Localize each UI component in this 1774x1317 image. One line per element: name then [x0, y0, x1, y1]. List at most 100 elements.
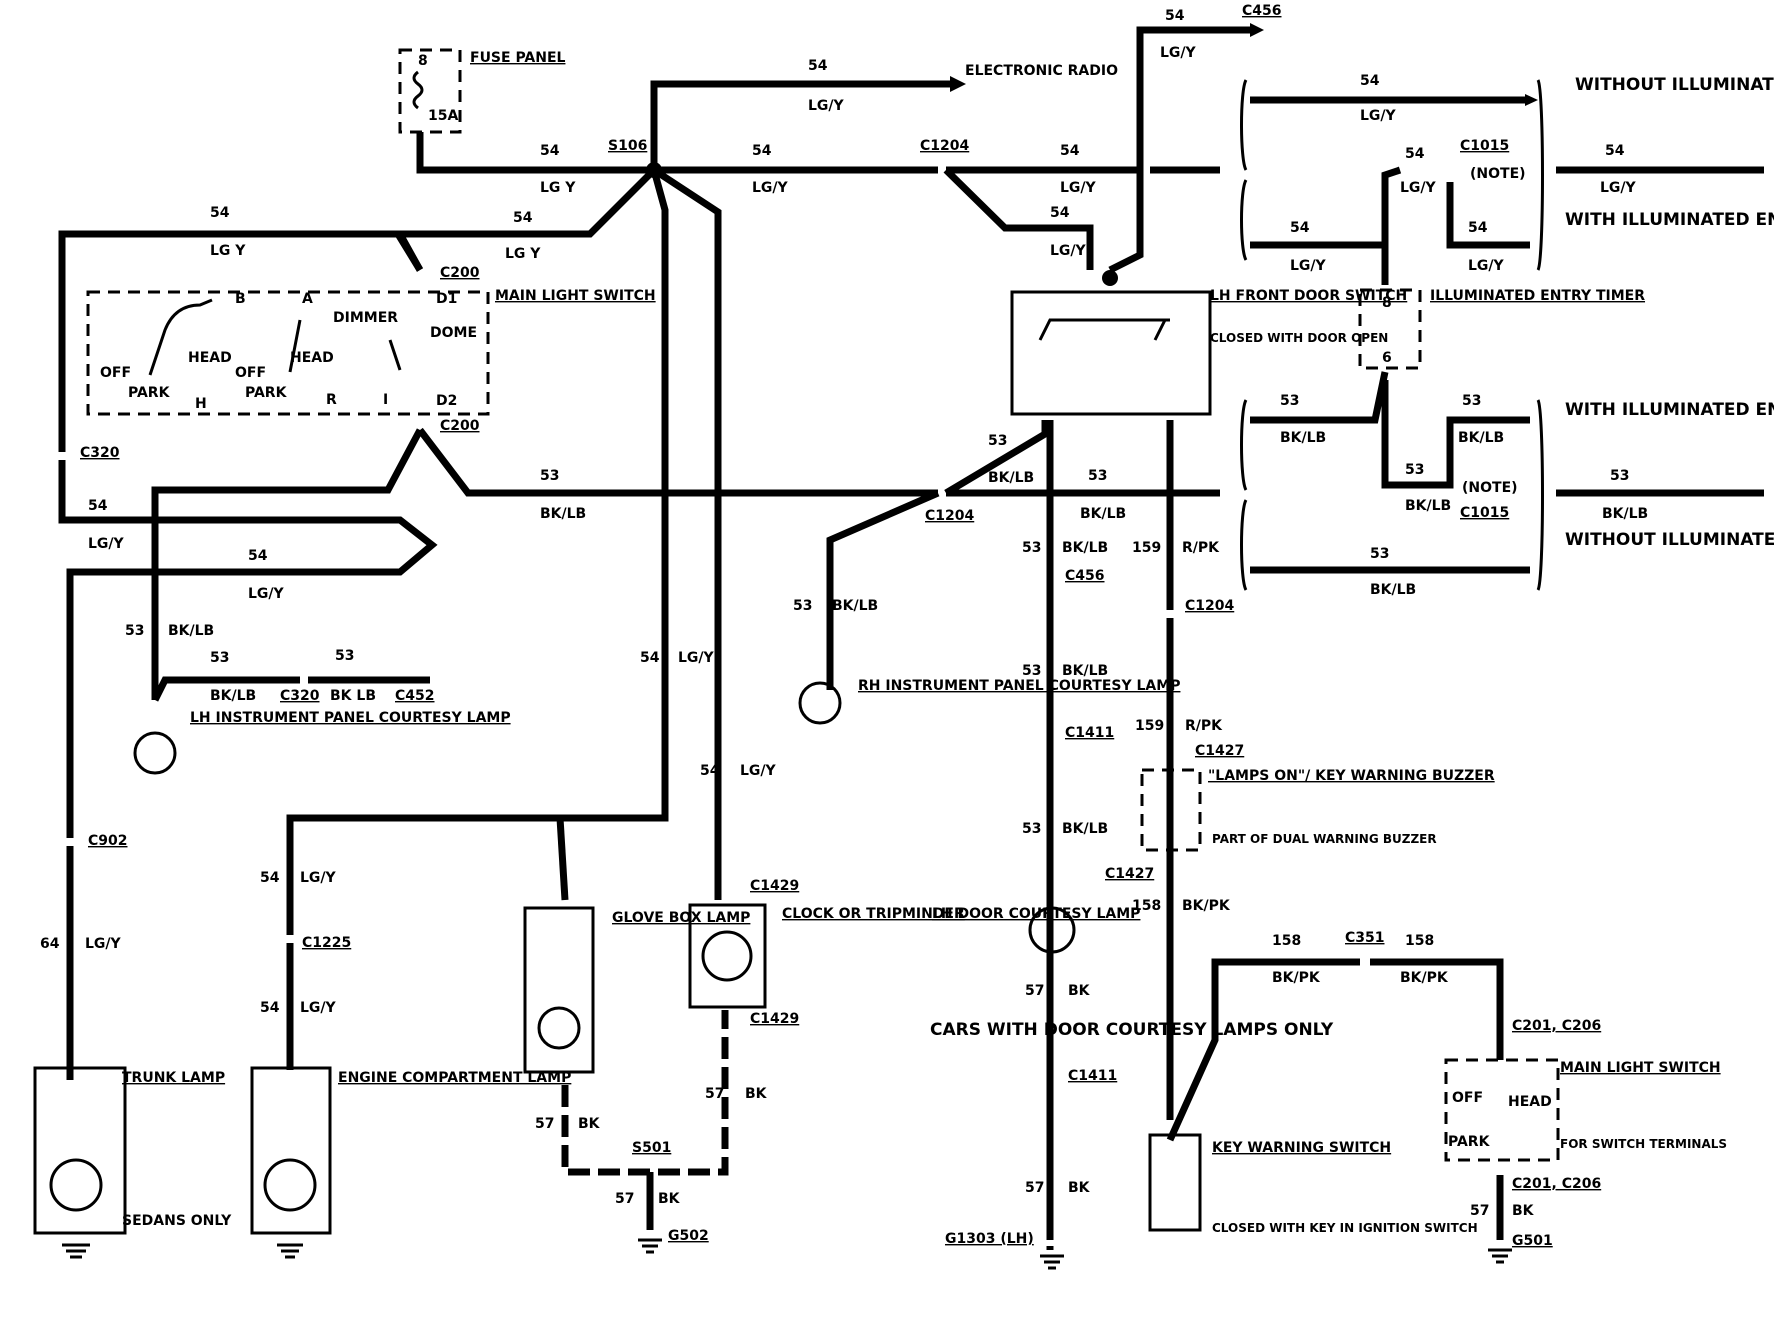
circuit-158-left: 158 [1272, 933, 1301, 949]
color-bklb-c452: BK LB [330, 688, 376, 704]
buzzer-box [1140, 768, 1202, 852]
connector-c200-bottom: C200 [440, 418, 480, 434]
color-lgy-c452: LG/Y [248, 586, 285, 602]
main-light-switch-box [86, 290, 490, 416]
glove-box-lamp-box [523, 906, 595, 1074]
bus-54-top [58, 23, 1264, 1080]
option-with-top: WITH ILLUMINATED ENTRY [1565, 210, 1774, 230]
circuit-158-buzzer: 158 [1132, 898, 1161, 914]
circuit-57-glove: 57 [535, 1116, 554, 1132]
circuit-54-door: 54 [1050, 205, 1070, 221]
connector-c456-mid: C456 [1065, 568, 1105, 584]
circuit-54-mid: 54 [752, 143, 772, 159]
door-switch-contacts [1038, 318, 1170, 341]
fuse-panel-box [398, 48, 462, 134]
color-lgy-c456: LG/Y [1160, 45, 1197, 61]
terminal-i: I [383, 392, 388, 408]
color-lgy-opt1: LG/Y [1360, 108, 1397, 124]
circuit-54-radio: 54 [808, 58, 828, 74]
splice-s501: S501 [632, 1140, 671, 1156]
main-light-switch-contacts [148, 298, 402, 376]
circuit-57-door2: 57 [1025, 1180, 1044, 1196]
connector-c902: C902 [88, 833, 128, 849]
circuit-57-door1: 57 [1025, 983, 1044, 999]
clock-label: CLOCK OR TRIPMINDER [782, 906, 965, 922]
circuit-54-left: 54 [88, 498, 108, 514]
color-lgy-clock: LG/Y [740, 763, 777, 779]
terminal-b: B [235, 291, 246, 307]
splice-s106-label: S106 [608, 138, 647, 154]
connector-c351: C351 [1345, 930, 1385, 946]
color-bklb-opt2: BK/LB [1458, 430, 1504, 446]
door-switch-note: CLOSED WITH DOOR OPEN [1210, 331, 1388, 345]
connector-c1429-top: C1429 [750, 878, 799, 894]
mls2-park: PARK [1448, 1134, 1491, 1150]
circuit-158-right: 158 [1405, 933, 1434, 949]
mls-dome: DOME [430, 325, 477, 341]
connector-c1204-mid: C1204 [925, 508, 974, 524]
fuse-panel-label: FUSE PANEL [470, 50, 566, 66]
key-warning-switch-box [1148, 1133, 1202, 1232]
mls-off-1: OFF [100, 365, 131, 381]
circuit-57-mls: 57 [1470, 1203, 1489, 1219]
circuit-53-opt4: 53 [1370, 546, 1389, 562]
circuit-54-c456: 54 [1165, 8, 1185, 24]
color-lgy-door: LG/Y [1050, 243, 1087, 259]
connector-c1225: C1225 [302, 935, 351, 951]
circuit-54-far: 54 [1605, 143, 1625, 159]
connector-c320-mid: C320 [280, 688, 320, 704]
buzzer-note: PART OF DUAL WARNING BUZZER [1212, 832, 1437, 846]
mls-park-1: PARK [128, 385, 171, 401]
color-bklb-doorsw: BK/LB [988, 470, 1034, 486]
color-lgy-engine1: LG/Y [300, 870, 337, 886]
color-lgy-radio: LG/Y [808, 98, 845, 114]
connector-c1411-bottom: C1411 [1068, 1068, 1117, 1084]
fuse-element [412, 70, 424, 110]
color-lgy-opt2: LG/Y [1290, 258, 1327, 274]
engine-lamp-label: ENGINE COMPARTMENT LAMP [338, 1070, 571, 1086]
color-rpk-top: R/PK [1182, 540, 1220, 556]
circuit-54-opt3: 54 [1405, 146, 1425, 162]
terminal-r: R [326, 392, 337, 408]
circuit-54-mls-left: 54 [210, 205, 230, 221]
fuse-rating-label: 15A [428, 108, 458, 124]
color-bk-glove: BK [578, 1116, 601, 1132]
color-bklb-main: BK/LB [540, 506, 586, 522]
color-bklb-right: BK/LB [1080, 506, 1126, 522]
electronic-radio-label: ELECTRONIC RADIO [965, 63, 1118, 79]
circuit-57-s501: 57 [615, 1191, 634, 1207]
color-lgy-engine2: LG/Y [300, 1000, 337, 1016]
cars-with-door-label: CARS WITH DOOR COURTESY LAMPS ONLY [930, 1020, 1334, 1040]
connector-c452: C452 [395, 688, 435, 704]
option-with-bottom: WITH ILLUMINATED ENTRY [1565, 400, 1774, 420]
ground-g502: G502 [668, 1228, 709, 1244]
connector-c456-top: C456 [1242, 3, 1282, 19]
color-bklb-rhip: BK/LB [832, 598, 878, 614]
connector-c201-c206-top: C201, C206 [1512, 1018, 1601, 1034]
color-bk-s501: BK [658, 1191, 681, 1207]
lh-front-door-switch-box [1010, 290, 1212, 416]
main-light-switch-label: MAIN LIGHT SWITCH [495, 288, 656, 304]
circuit-53-rhip: 53 [793, 598, 812, 614]
color-bklb-far: BK/LB [1602, 506, 1648, 522]
connector-c1204-top: C1204 [920, 138, 969, 154]
circuit-54-mls-right: 54 [513, 210, 533, 226]
note-top: (NOTE) [1470, 166, 1526, 182]
circuit-64-trunk: 64 [40, 936, 60, 952]
circuit-53-door3: 53 [1022, 821, 1041, 837]
color-lgy-left: LG/Y [88, 536, 125, 552]
mls-park-2: PARK [245, 385, 288, 401]
option-section [1240, 79, 1764, 591]
option-without-top: WITHOUT ILLUMINATED ENTRY [1575, 75, 1774, 95]
color-lgy-opt3: LG/Y [1400, 180, 1437, 196]
circuit-54-opt2: 54 [1290, 220, 1310, 236]
color-bklb-opt4: BK/LB [1370, 582, 1416, 598]
color-bklb-opt1: BK/LB [1280, 430, 1326, 446]
connector-c1015-bottom: C1015 [1460, 505, 1509, 521]
connector-c1015-top: C1015 [1460, 138, 1509, 154]
connector-c1427-top: C1427 [1195, 743, 1244, 759]
circuit-53-opt2: 53 [1462, 393, 1481, 409]
circuit-54-opt4: 54 [1468, 220, 1488, 236]
